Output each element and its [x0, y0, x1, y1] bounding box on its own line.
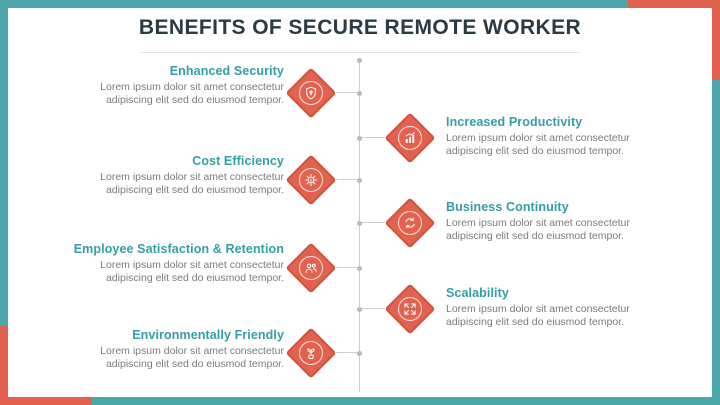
timeline-dot — [357, 351, 362, 356]
connector-line — [336, 267, 358, 268]
expand-arrows-icon — [398, 297, 422, 321]
benefit-title: Increased Productivity — [446, 115, 583, 129]
benefit-item-cost-efficiency: Cost Efficiency Lorem ipsum dolor sit am… — [69, 154, 284, 197]
benefit-item-business-continuity: Business Continuity Lorem ipsum dolor si… — [446, 200, 661, 243]
connector-line — [336, 92, 358, 93]
frame-top-coral-accent — [628, 0, 720, 8]
timeline-dot — [357, 221, 362, 226]
connector-line — [362, 137, 385, 138]
frame-top-teal — [0, 0, 628, 8]
connector-line — [336, 179, 358, 180]
timeline-dot — [357, 307, 362, 312]
plant-icon — [299, 341, 323, 365]
timeline-dot — [357, 136, 362, 141]
slide-title: BENEFITS OF SECURE REMOTE WORKER — [138, 16, 582, 39]
connector-line — [336, 352, 358, 353]
benefit-body: Lorem ipsum dolor sit amet consectetur a… — [100, 171, 284, 197]
timeline-line — [359, 60, 360, 392]
gear-dollar-icon: $ — [299, 168, 323, 192]
connector-line — [362, 222, 385, 223]
benefit-item-enhanced-security: Enhanced Security Lorem ipsum dolor sit … — [69, 64, 284, 107]
shield-lock-icon — [299, 81, 323, 105]
benefit-body: Lorem ipsum dolor sit amet consectetur a… — [100, 81, 284, 107]
benefit-title: Business Continuity — [446, 200, 569, 214]
benefit-title: Employee Satisfaction & Retention — [73, 242, 284, 256]
title-divider — [140, 52, 580, 53]
benefit-item-increased-productivity: Increased Productivity Lorem ipsum dolor… — [446, 115, 661, 158]
benefit-title: Cost Efficiency — [192, 154, 284, 168]
frame-right-coral-accent — [712, 0, 720, 80]
benefit-title: Environmentally Friendly — [132, 328, 284, 342]
frame-bottom-coral-accent — [0, 397, 92, 405]
timeline-dot — [357, 178, 362, 183]
svg-text:$: $ — [310, 177, 313, 182]
frame-right-teal — [712, 80, 720, 405]
timeline-dot — [357, 58, 362, 63]
frame-left-coral-accent — [0, 325, 8, 405]
benefit-body: Lorem ipsum dolor sit amet consectetur a… — [100, 259, 284, 285]
people-icon — [299, 256, 323, 280]
benefit-title: Scalability — [446, 286, 509, 300]
benefit-body: Lorem ipsum dolor sit amet consectetur a… — [446, 132, 630, 158]
timeline-dot — [357, 91, 362, 96]
timeline-dot — [357, 266, 362, 271]
connector-line — [362, 308, 385, 309]
benefit-body: Lorem ipsum dolor sit amet consectetur a… — [446, 217, 630, 243]
benefit-title: Enhanced Security — [169, 64, 284, 78]
sync-arrows-icon — [398, 211, 422, 235]
benefit-item-scalability: Scalability Lorem ipsum dolor sit amet c… — [446, 286, 661, 329]
frame-bottom-teal — [92, 397, 720, 405]
benefit-body: Lorem ipsum dolor sit amet consectetur a… — [446, 303, 630, 329]
bar-chart-icon — [398, 126, 422, 150]
frame-left-teal — [0, 0, 8, 325]
benefit-item-environmentally-friendly: Environmentally Friendly Lorem ipsum dol… — [69, 328, 284, 371]
benefit-item-employee-satisfaction: Employee Satisfaction & Retention Lorem … — [69, 242, 284, 285]
benefit-body: Lorem ipsum dolor sit amet consectetur a… — [100, 345, 284, 371]
